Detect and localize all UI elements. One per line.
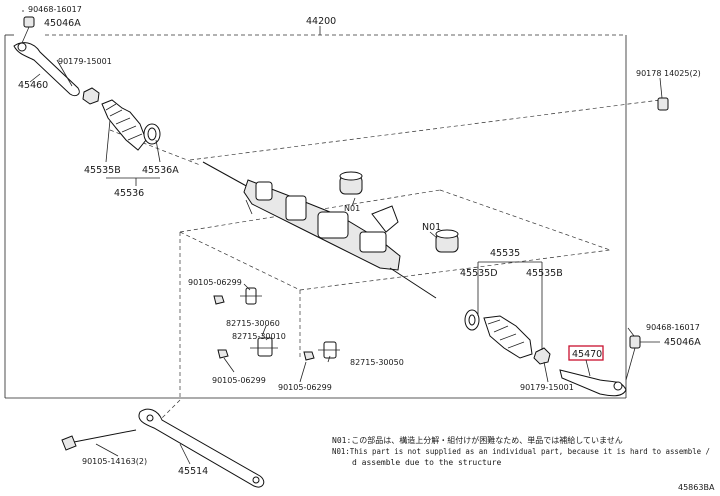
label-45535: 45535	[490, 248, 520, 259]
label-90178: 90178 14025(2)	[636, 69, 701, 78]
label-45536: 45536	[114, 188, 144, 199]
label-90179-15001-left: 90179-15001	[58, 57, 112, 66]
label-90468-16017-top: 90468-16017	[28, 5, 82, 14]
bolt-90178-icon	[657, 97, 669, 111]
label-90105-06299-a: 90105-06299	[188, 278, 242, 287]
label-45046a-top: 45046A	[44, 18, 81, 29]
lock-nut-left-icon	[82, 87, 100, 105]
bolt-90105-14163-icon	[61, 429, 137, 451]
label-82715-30050: 82715-30050	[350, 358, 404, 367]
label-45046a-right: 45046A	[664, 337, 701, 348]
bracket-clamps-icon	[213, 287, 340, 361]
label-45535b-left: 45535B	[84, 165, 121, 176]
label-90105-14163: 90105-14163(2)	[82, 457, 147, 466]
label-82715-30010: 82715-30010	[232, 332, 286, 341]
bushing-n01-lower-icon	[435, 229, 459, 253]
assembly-frame	[4, 26, 627, 399]
steering-gear-housing-icon	[202, 161, 437, 299]
label-90105-06299-b: 90105-06299	[212, 376, 266, 385]
leader-lines	[22, 10, 663, 465]
label-45536a: 45536A	[142, 165, 179, 176]
rack-boot-left-icon	[101, 99, 161, 151]
label-82715-30060: 82715-30060	[226, 319, 280, 328]
note-line-1: N01:この部品は、構造上分解・組付けが困難なため、単品では補給していません	[332, 435, 623, 445]
label-45470[interactable]: 45470	[572, 349, 602, 360]
note-line-3: d assemble due to the structure	[352, 458, 501, 467]
label-n01-lower: N01	[422, 222, 441, 233]
stabilizer-bar-45514-icon	[138, 408, 265, 488]
label-44200: 44200	[306, 16, 336, 27]
tie-rod-end-left-icon	[13, 16, 80, 97]
label-90105-06299-c: 90105-06299	[278, 383, 332, 392]
rack-boot-right-icon	[464, 309, 551, 365]
note-line-2: N01:This part is not supplied as an indi…	[332, 447, 710, 456]
figure-code: 45863BA	[678, 483, 715, 492]
label-90468-16017-right: 90468-16017	[646, 323, 700, 332]
tie-rod-end-right-icon	[559, 335, 641, 397]
label-45514: 45514	[178, 466, 208, 477]
label-45535b-right: 45535B	[526, 268, 563, 279]
label-90179-15001-right: 90179-15001	[520, 383, 574, 392]
label-45460: 45460	[18, 80, 48, 91]
label-n01-upper: N01	[344, 204, 360, 213]
label-45535d: 45535D	[460, 268, 498, 279]
bushing-n01-upper-icon	[339, 171, 363, 195]
